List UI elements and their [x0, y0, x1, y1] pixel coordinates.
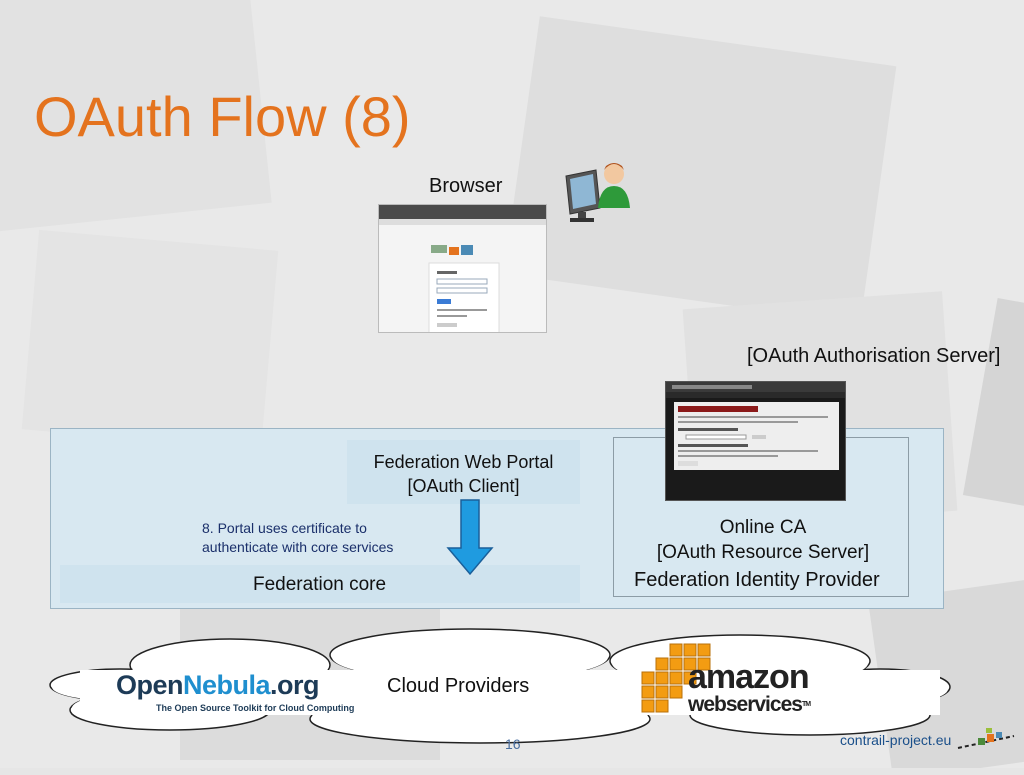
portal-label-line1: Federation Web Portal — [373, 452, 554, 472]
aws-line2: webservices — [688, 693, 803, 716]
opennebula-name-part1: Open — [116, 670, 184, 700]
opennebula-name-part2: Nebula — [183, 670, 271, 700]
down-arrow-icon — [446, 499, 494, 576]
contrail-logo-icon — [957, 728, 1015, 749]
user-at-computer-icon — [565, 163, 630, 222]
resource-server-role-label: [OAuth Resource Server] — [656, 542, 870, 563]
opennebula-name-part3: .org — [270, 670, 320, 700]
step-line1: 8. Portal uses certificate to — [202, 520, 367, 536]
step-description: 8. Portal uses certificate to authentica… — [202, 519, 393, 557]
page-number: 16 — [505, 736, 521, 752]
browser-label: Browser — [429, 175, 503, 197]
federation-web-portal-box — [347, 440, 580, 504]
online-ca-screenshot — [665, 381, 846, 501]
aws-line1: amazon — [688, 658, 810, 696]
opennebula-tagline: The Open Source Toolkit for Cloud Comput… — [156, 703, 355, 713]
slide-title: OAuth Flow (8) — [34, 85, 411, 148]
auth-server-label: [OAuth Authorisation Server] — [747, 345, 1001, 367]
federation-core-label: Federation core — [253, 574, 387, 595]
portal-label: Federation Web Portal [OAuth Client] — [347, 450, 580, 498]
cloud-shape — [49, 628, 951, 744]
aws-logo-text: amazon webservicesTM — [688, 658, 811, 716]
aws-tm: TM — [801, 701, 811, 708]
aws-cubes-icon — [641, 643, 711, 713]
cloud-providers-label: Cloud Providers — [387, 675, 530, 697]
opennebula-logo: OpenNebula.org The Open Source Toolkit f… — [116, 670, 354, 713]
identity-provider-label: Federation Identity Provider — [634, 569, 880, 591]
step-line2: authenticate with core services — [202, 539, 394, 555]
portal-label-line2: [OAuth Client] — [407, 476, 520, 496]
browser-screenshot — [378, 204, 547, 333]
online-ca-label: Online CA — [719, 517, 807, 538]
federation-core-strip — [60, 565, 580, 603]
footer-url: contrail-project.eu — [840, 732, 952, 748]
resource-server-label: Online CA [OAuth Resource Server] — [613, 515, 913, 565]
